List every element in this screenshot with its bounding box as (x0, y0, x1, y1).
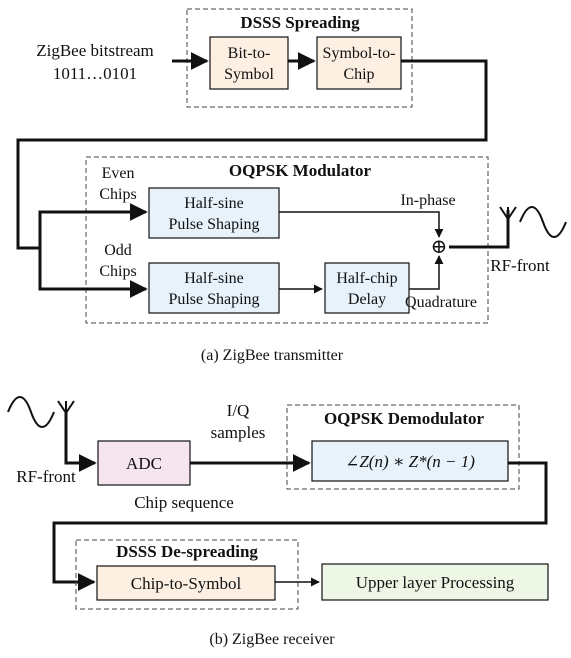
dsss-despreading-group (75, 539, 299, 610)
symbol-to-chip-line1: Symbol-to- (323, 45, 396, 62)
chip-sequence-label: Chip sequence (134, 493, 234, 512)
quadrature-wire (409, 255, 444, 290)
half-sine-bottom-line2: Pulse Shaping (168, 291, 259, 308)
adc-box (97, 440, 191, 486)
dsss-spreading-title: DSSS Spreading (240, 13, 360, 32)
rx-wave-icon (7, 396, 55, 428)
quadrature-label: Quadrature (405, 294, 477, 311)
half-sine-top-line2: Pulse Shaping (168, 216, 259, 233)
caption-transmitter: (a) ZigBee transmitter (201, 347, 344, 364)
chip-to-symbol-box (96, 565, 276, 601)
bitstream-value: 1011…0101 (53, 64, 137, 83)
odd-label-line2: Chips (99, 263, 136, 280)
bit-to-symbol-line1: Bit-to- (228, 45, 271, 62)
half-chip-delay-line2: Delay (348, 291, 386, 308)
rx-rf-front-label: RF-front (16, 467, 76, 486)
oqpsk-modulator-group (85, 156, 489, 324)
even-label-line2: Chips (99, 186, 136, 203)
demod-formula-box (311, 440, 509, 482)
upper-layer-box (321, 563, 549, 601)
odd-chips-wire (38, 248, 148, 298)
oqpsk-demodulator-title: OQPSK Demodulator (324, 409, 485, 428)
adc-label: ADC (126, 454, 162, 473)
caption-receiver: (b) ZigBee receiver (209, 631, 335, 648)
dsss-despreading-title: DSSS De-spreading (116, 542, 258, 561)
bit-to-symbol-line2: Symbol (224, 66, 274, 83)
bit-to-symbol-box (209, 36, 289, 90)
oqpsk-modulator-title: OQPSK Modulator (229, 161, 372, 180)
demod-to-despread-wire (52, 461, 548, 591)
half-sine-top-line1: Half-sine (184, 195, 244, 212)
tx-rf-front-label: RF-front (490, 256, 550, 275)
symbol-to-chip-box (316, 36, 402, 90)
iq-label-line1: I/Q (227, 401, 250, 420)
adder-symbol: ⊕ (431, 236, 448, 258)
tx-antenna-icon (499, 206, 517, 221)
in-phase-label: In-phase (400, 192, 455, 209)
demod-formula: ∠Z(n) ∗ Z*(n − 1) (345, 452, 475, 471)
even-chips-wire (38, 203, 148, 248)
half-sine-bottom-line1: Half-sine (184, 270, 244, 287)
upper-layer-label: Upper layer Processing (356, 573, 515, 592)
oqpsk-demodulator-group (286, 404, 520, 490)
odd-label-line1: Odd (104, 242, 132, 259)
half-sine-top-box (148, 187, 280, 239)
rx-input-wire (64, 413, 97, 472)
half-chip-delay-box (324, 262, 410, 314)
bitstream-label: ZigBee bitstream (36, 41, 154, 60)
tx-wave-icon (519, 206, 567, 238)
tx-output-wire (449, 210, 510, 249)
dsss-spreading-group (186, 8, 413, 108)
spreading-to-modulator-wire (16, 59, 488, 250)
chip-to-symbol-label: Chip-to-Symbol (131, 574, 242, 593)
iq-label-line2: samples (211, 423, 266, 442)
half-sine-bottom-box (148, 262, 280, 314)
half-chip-delay-line1: Half-chip (336, 270, 397, 287)
symbol-to-chip-line2: Chip (343, 66, 374, 83)
in-phase-wire (279, 211, 444, 238)
even-label-line1: Even (102, 165, 135, 182)
rx-antenna-icon (57, 400, 75, 415)
